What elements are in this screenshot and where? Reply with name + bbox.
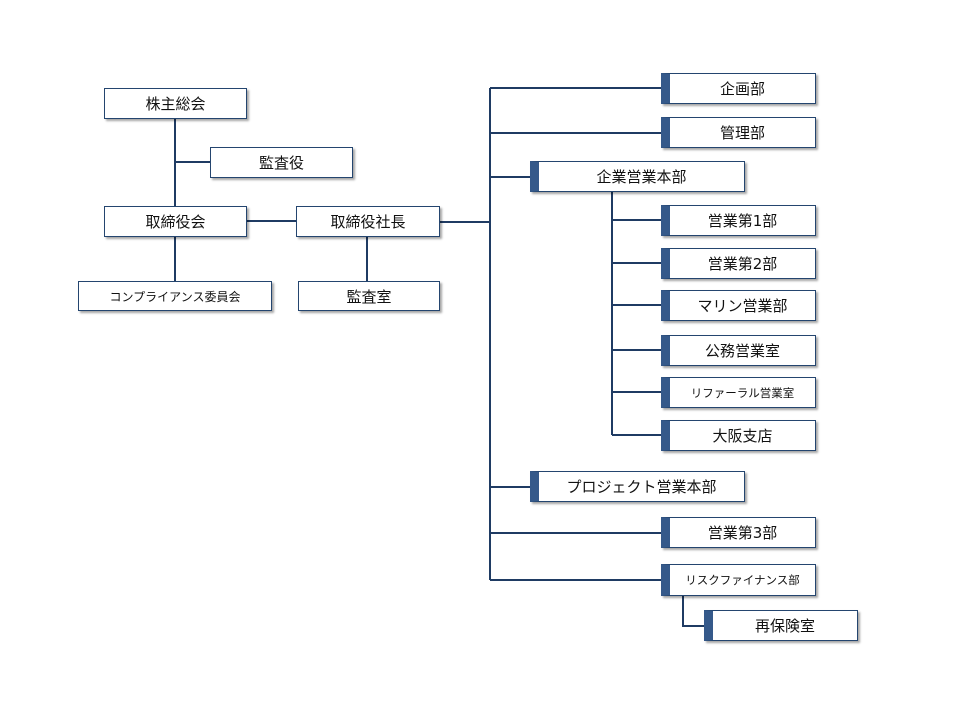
- management-dept-label: 管理部: [719, 124, 765, 142]
- planning-dept-box: 企画部: [661, 73, 816, 104]
- sales-2-box: 営業第2部: [661, 248, 816, 279]
- osaka-branch-label: 大阪支店: [712, 427, 773, 445]
- referral-sales-box: リファーラル営業室: [661, 377, 816, 408]
- sales-3-label: 営業第3部: [707, 524, 778, 542]
- planning-dept-label: 企画部: [719, 80, 765, 98]
- risk-finance-label: リスクファイナンス部: [685, 573, 800, 587]
- board-of-directors-box: 取締役会: [104, 206, 247, 237]
- audit-office-box: 監査室: [298, 281, 440, 311]
- management-dept-box: 管理部: [661, 117, 816, 148]
- auditor-box: 監査役: [210, 147, 353, 178]
- board-of-directors-label: 取締役会: [145, 213, 206, 231]
- reinsurance-label: 再保険室: [754, 617, 815, 635]
- sales-1-label: 営業第1部: [707, 212, 778, 230]
- sales-1-box: 営業第1部: [661, 205, 816, 236]
- president-box: 取締役社長: [296, 206, 440, 237]
- public-sales-label: 公務営業室: [704, 342, 780, 360]
- reinsurance-box: 再保険室: [704, 610, 858, 641]
- referral-sales-label: リファーラル営業室: [690, 385, 795, 400]
- compliance-committee-box: コンプライアンス委員会: [78, 281, 272, 311]
- project-sales-hq-box: プロジェクト営業本部: [530, 471, 745, 502]
- auditor-label: 監査役: [258, 154, 304, 172]
- public-sales-box: 公務営業室: [661, 335, 816, 366]
- connector-reinsurance: [682, 596, 704, 627]
- sales-3-box: 営業第3部: [661, 517, 816, 548]
- audit-office-label: 監査室: [346, 287, 392, 306]
- shareholders-meeting-label: 株主総会: [145, 95, 206, 113]
- marine-sales-box: マリン営業部: [661, 290, 816, 321]
- shareholders-meeting-box: 株主総会: [104, 88, 247, 119]
- compliance-committee-label: コンプライアンス委員会: [109, 289, 241, 304]
- marine-sales-label: マリン営業部: [697, 297, 788, 315]
- corporate-sales-hq-box: 企業営業本部: [530, 161, 745, 192]
- osaka-branch-box: 大阪支店: [661, 420, 816, 451]
- corporate-sales-hq-label: 企業営業本部: [596, 168, 687, 186]
- president-label: 取締役社長: [330, 213, 406, 231]
- project-sales-hq-label: プロジェクト営業本部: [566, 478, 717, 496]
- risk-finance-box: リスクファイナンス部: [661, 564, 816, 596]
- sales-2-label: 営業第2部: [707, 255, 778, 273]
